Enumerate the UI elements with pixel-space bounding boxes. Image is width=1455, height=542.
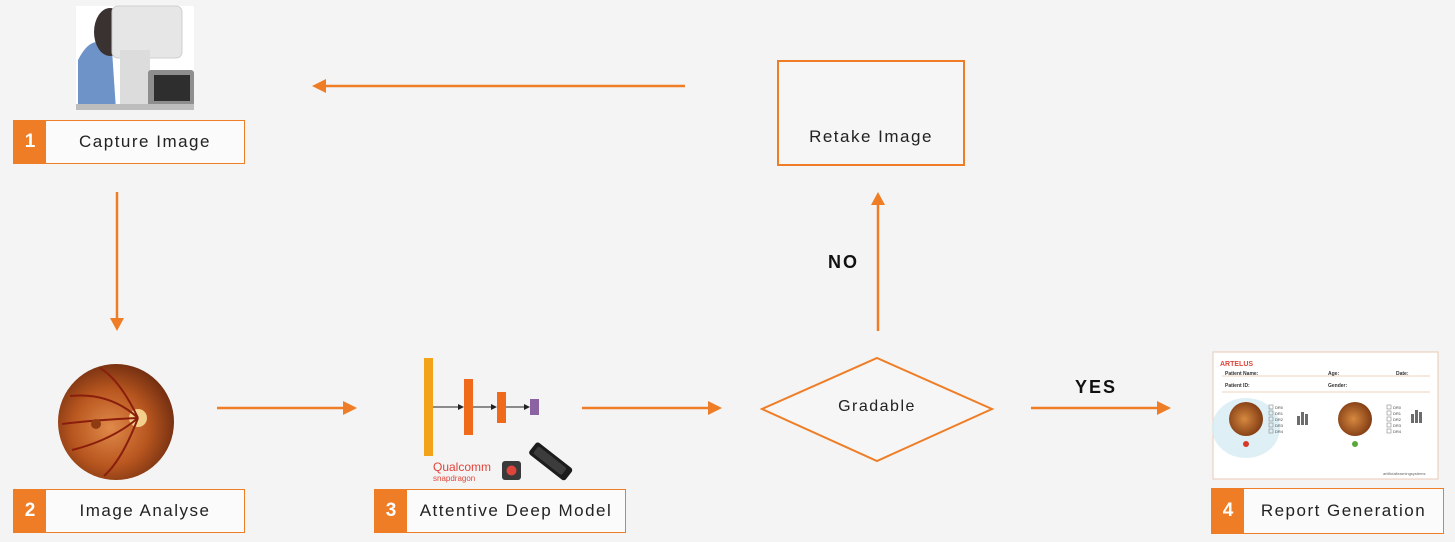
svg-text:DR2: DR2 [1393,417,1402,422]
yes-label: YES [1075,377,1118,397]
arrow-gradable-to-report [1031,401,1171,415]
svg-text:DR1: DR1 [1393,411,1402,416]
report-date: Date: [1396,371,1409,377]
svg-text:DR0: DR0 [1393,405,1402,410]
arrow-model-to-gradable [582,401,722,415]
retina-image [58,364,174,480]
step-label: Report Generation [1260,501,1427,520]
qualcomm-logo-text: Qualcomm [433,460,491,474]
report-footer: artificiallearningsystems [1383,471,1425,476]
step-label: Image Analyse [79,501,211,520]
report-patient-name: Patient Name: [1225,371,1259,377]
step-label: Capture Image [79,132,211,151]
step-report-generation: 4 Report Generation [1211,488,1444,534]
step-number: 1 [14,121,46,163]
gradable-diamond [759,356,995,463]
retake-image-box [777,60,965,166]
report-age: Age: [1328,371,1339,377]
svg-text:DR3: DR3 [1393,423,1402,428]
step-number: 4 [1212,489,1244,533]
usb-stick-icon [529,442,573,481]
arrow-retake-to-capture [312,79,685,93]
report-logo: ARTELUS [1220,361,1253,368]
arrow-capture-to-analyse [110,192,124,331]
retake-image-label: Retake Image [809,127,933,146]
svg-text:DR4: DR4 [1393,429,1402,434]
snapdragon-chip-icon [502,461,521,480]
arrow-gradable-to-retake [871,192,885,331]
no-label: NO [828,252,859,272]
svg-text:DR2: DR2 [1275,417,1284,422]
report-gender: Gender: [1328,383,1348,389]
step-number: 3 [375,490,407,532]
arrow-analyse-to-model [217,401,357,415]
svg-text:DR3: DR3 [1275,423,1284,428]
step-capture-image: 1 Capture Image [13,120,245,164]
svg-text:DR0: DR0 [1275,405,1284,410]
report-thumbnail [1212,351,1439,480]
report-grades-left: DR0 DR1 DR2 DR3 DR4 [1275,405,1284,434]
step-image-analyse: 2 Image Analyse [13,489,245,533]
svg-text:DR4: DR4 [1275,429,1284,434]
gradable-label: Gradable [838,398,916,415]
step-number: 2 [14,490,46,532]
step-attentive-deep-model: 3 Attentive Deep Model [374,489,626,533]
svg-text:DR1: DR1 [1275,411,1284,416]
fundus-camera-photo [76,5,194,110]
step-label: Attentive Deep Model [419,501,613,520]
deep-model-schematic [424,358,539,456]
report-patient-id: Patient ID: [1225,383,1250,389]
report-grades-right: DR0 DR1 DR2 DR3 DR4 [1393,405,1402,434]
snapdragon-logo-text: snapdragon [433,474,475,483]
